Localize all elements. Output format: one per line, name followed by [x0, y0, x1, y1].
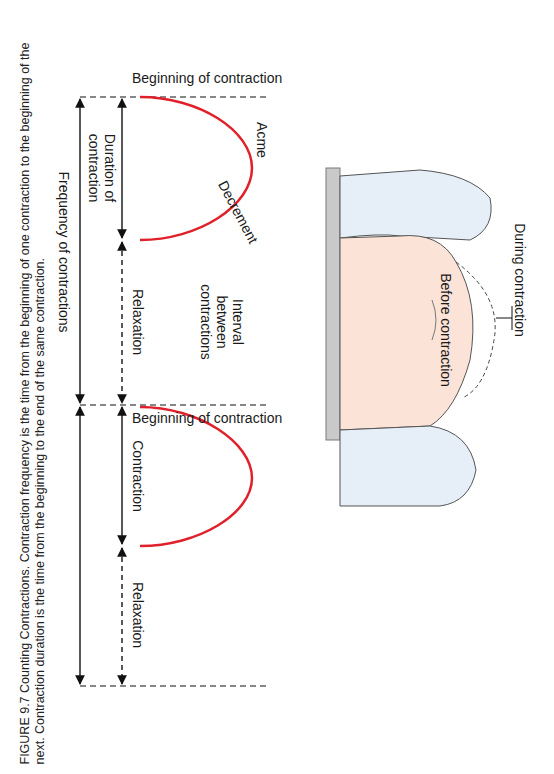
figure-caption: FIGURE 9.7 Counting Contractions. Contra… [17, 20, 47, 765]
phase-label: Relaxation [130, 289, 146, 355]
wall [326, 168, 340, 440]
state-label: During contraction [512, 223, 528, 337]
duration-arrow [121, 99, 122, 238]
duration-arrow [121, 407, 122, 544]
duration-label: Duration of contraction [86, 122, 118, 214]
shirt [340, 170, 491, 240]
frequency-arrow [79, 407, 80, 684]
event-label: Beginning of contraction [132, 410, 282, 426]
phase-label: Decrement [215, 178, 261, 246]
phase-label: Acme [254, 122, 270, 158]
interval-label: Interval between contractions [198, 279, 246, 365]
reference-line [80, 96, 266, 97]
relaxation-arrow [121, 548, 122, 684]
relaxation-arrow [121, 242, 122, 403]
state-label: Before contraction [438, 273, 454, 387]
navel-line [432, 300, 436, 340]
pants [340, 426, 476, 506]
abdomen [340, 236, 473, 430]
reference-line [80, 685, 266, 686]
phase-label: Contraction [130, 440, 146, 512]
event-label: Beginning of contraction [132, 70, 282, 86]
frequency-arrow [79, 99, 80, 403]
frequency-label: Frequency of contractions [55, 171, 71, 332]
contraction-curve [140, 407, 252, 546]
contraction-outline [456, 262, 495, 398]
leader-line [496, 318, 512, 319]
reference-line [80, 404, 266, 405]
phase-label: Relaxation [130, 582, 146, 648]
